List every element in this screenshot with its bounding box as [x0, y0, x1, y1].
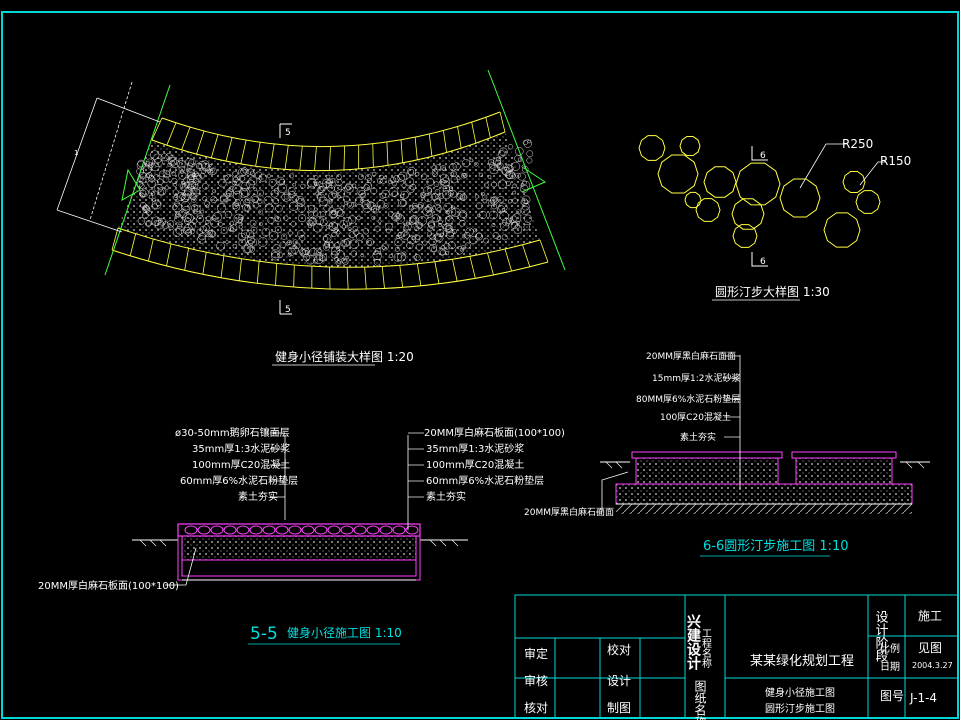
s66-label-4: 100厚C20混凝土 [660, 411, 731, 423]
s55-title-prefix: 5-5 [250, 624, 278, 644]
tb-scale: 见图 [918, 641, 942, 655]
s55-right-label-3: 100mm厚C20混凝土 [426, 458, 524, 471]
tb-school: 校对 [607, 642, 631, 657]
s55-title: 健身小径施工图 1:10 [287, 625, 402, 640]
s55-left-label-1: ø30-50mm鹅卵石镶面层 [175, 426, 290, 439]
s66-title: 6-6圆形汀步施工图 1:10 [703, 539, 849, 554]
section-mark-bottom: 5 [285, 305, 291, 315]
s66-label-5: 素土夯实 [680, 431, 716, 443]
tb-scale-label: 比例 [880, 642, 900, 655]
s55-left-label-4: 60mm厚6%水泥石粉垫层 [180, 474, 298, 487]
section-5-5: ø30-50mm鹅卵石镶面层 35mm厚1:3水泥砂浆 100mm厚C20混凝土… [38, 426, 565, 645]
tb-draw: 制图 [607, 701, 631, 715]
tb-drawing-label: 图纸名称 [693, 680, 707, 720]
s55-left-label-3: 100mm厚C20混凝土 [192, 458, 290, 471]
s55-right-label-4: 60mm厚6%水泥石粉垫层 [426, 474, 544, 487]
tb-approve: 核对 [524, 701, 548, 715]
tb-number: J-1-4 [909, 691, 937, 705]
radius-large-label: R250 [842, 137, 873, 151]
s55-right-label-1: 20MM厚白麻石板面(100*100) [424, 426, 565, 439]
tb-check: 审核 [524, 673, 548, 688]
paving-detail: 1 5 5 健身小径铺装大样图 1:20 [56, 69, 566, 366]
tb-company: 兴建设计 [685, 613, 701, 671]
tb-drawing-name-2: 圆形汀步施工图 [765, 702, 835, 715]
s66-label-3: 80MM厚6%水泥石粉垫层 [636, 393, 740, 405]
title-block [514, 594, 959, 719]
s66-label-2: 15mm厚1:2水泥砂浆 [652, 372, 740, 384]
tb-date-label: 日期 [880, 661, 900, 673]
s55-left-label-2: 35mm厚1:3水泥砂浆 [192, 442, 290, 455]
s55-right-label-2: 35mm厚1:3水泥砂浆 [426, 442, 524, 455]
round-step-detail: 6 6 R250 R150 圆形汀步大样图 1:30 [638, 135, 911, 301]
tb-review: 审定 [524, 646, 548, 661]
section-mark-6-top: 6 [760, 151, 766, 161]
tb-drawing-name-1: 健身小径施工图 [765, 686, 835, 699]
s55-right-label-5: 素土夯实 [426, 490, 466, 503]
radius-small-label: R150 [880, 154, 911, 168]
round-step-title: 圆形汀步大样图 1:30 [715, 284, 830, 299]
s55-bottom-label: 20MM厚白麻石板面(100*100) [38, 579, 179, 592]
section-mark-6-bottom: 6 [760, 257, 766, 267]
s66-bottom-label: 20MM厚黑白麻石面面 [524, 506, 614, 518]
section-mark-top: 5 [285, 128, 291, 138]
tb-project: 某某绿化规划工程 [750, 654, 854, 669]
tb-no-label: 图号 [880, 689, 904, 703]
tb-project-label: 工程名称 [700, 628, 712, 669]
dim-label: 1 [74, 149, 78, 157]
tb-stage: 施工 [918, 609, 942, 623]
s66-label-1: 20MM厚黑白麻石面面 [646, 350, 736, 362]
section-6-6: 20MM厚黑白麻石面面 15mm厚1:2水泥砂浆 80MM厚6%水泥石粉垫层 1… [524, 350, 930, 557]
title-block-text: 兴建设计 审定 审核 核对 校对 设计 制图 工程名称 图纸名称 某某绿化规划工… [524, 609, 953, 720]
tb-design: 设计 [607, 674, 631, 688]
sheet-border [1, 11, 959, 719]
paving-detail-title: 健身小径铺装大样图 1:20 [275, 349, 414, 364]
s55-left-label-5: 素土夯实 [238, 490, 278, 503]
tb-design-label: 设计阶段 [873, 610, 889, 662]
tb-date: 2004.3.27 [912, 661, 953, 670]
